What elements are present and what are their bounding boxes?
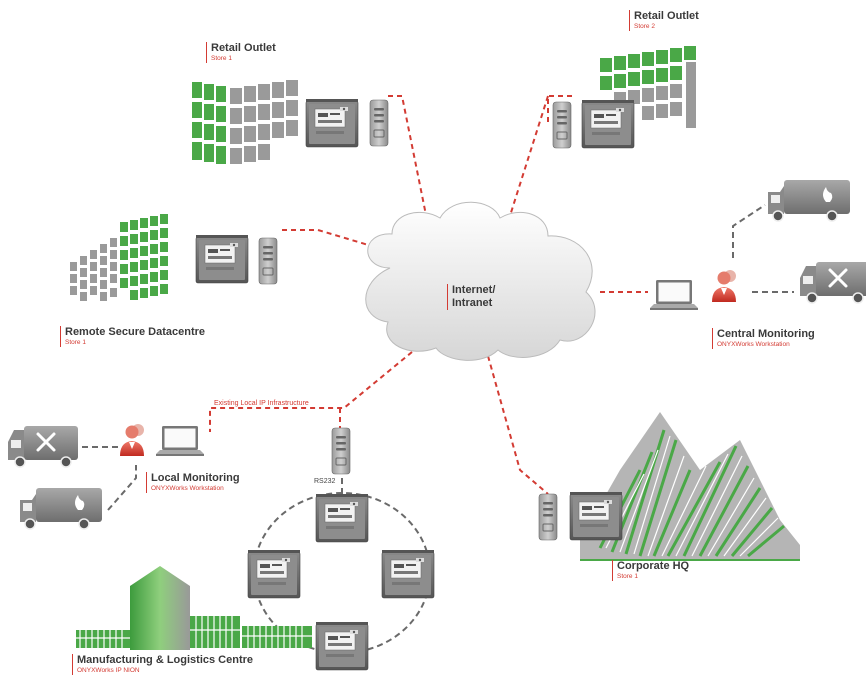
rs232-label: RS232 (314, 478, 336, 485)
datacentre-subtitle: Store 1 (65, 339, 86, 346)
loop-panel-left-icon (247, 549, 301, 599)
datacentre-panel-icon (195, 234, 249, 284)
local-subtitle: ONYXWorks Workstation (151, 485, 224, 492)
local-laptop-icon (156, 426, 204, 456)
local-server-icon (331, 427, 351, 475)
link-local (209, 351, 413, 432)
central-laptop-icon (650, 280, 698, 310)
existing-ip-label: Existing Local IP Infrastructure (214, 400, 309, 407)
cloud-label-line1: Internet/ (452, 284, 496, 296)
datacentre-title: Remote Secure Datacentre (65, 326, 206, 338)
hq-label: Corporate HQ Store 1 (612, 560, 689, 581)
loop-panel-top-icon (315, 493, 369, 543)
retail2-building-icon (600, 46, 696, 128)
link-local-van2 (107, 465, 137, 511)
retail1-building-icon (192, 80, 298, 164)
hq-server-icon (538, 493, 558, 541)
hq-title: Corporate HQ (617, 560, 690, 572)
manufacturing-label: Manufacturing & Logistics Centre ONYXWor… (72, 654, 253, 675)
central-title: Central Monitoring (717, 328, 815, 340)
link-hq (487, 355, 549, 495)
local-label: Local Monitoring ONYXWorks Workstation (146, 472, 240, 493)
central-label: Central Monitoring ONYXWorks Workstation (712, 328, 815, 349)
local-service-van-icon (6, 424, 80, 469)
retail1-label: Retail Outlet Store 1 (206, 42, 276, 63)
datacentre-label: Remote Secure Datacentre Store 1 (60, 326, 205, 347)
local-fire-van-icon (19, 487, 103, 530)
datacentre-building-icon (60, 212, 176, 306)
link-central-van1 (732, 204, 766, 258)
retail1-panel-icon (305, 98, 359, 148)
loop-panel-right-icon (381, 549, 435, 599)
central-operator-icon (712, 270, 736, 302)
manufacturing-building-icon (76, 566, 312, 650)
datacentre-server-icon (258, 237, 278, 285)
local-title: Local Monitoring (151, 472, 240, 484)
local-operator-icon (120, 424, 144, 456)
retail2-server-icon (552, 101, 572, 149)
retail1-subtitle: Store 1 (211, 55, 232, 62)
retail1-server-icon (369, 99, 389, 147)
cloud-label: Internet/ Intranet (447, 284, 495, 310)
retail2-panel-icon (581, 99, 635, 149)
manufacturing-subtitle: ONYXWorks IP NION (77, 667, 140, 674)
central-subtitle: ONYXWorks Workstation (717, 341, 790, 348)
retail2-label: Retail Outlet Store 2 (629, 10, 699, 31)
manufacturing-title: Manufacturing & Logistics Centre (77, 654, 254, 666)
central-service-van-icon (798, 260, 866, 305)
cloud-icon (365, 201, 596, 361)
central-fire-van-icon (767, 179, 851, 222)
hq-building-icon (580, 412, 800, 561)
link-retail1 (388, 95, 429, 226)
cloud-label-line2: Intranet (452, 297, 493, 309)
retail2-subtitle: Store 2 (634, 23, 655, 30)
hq-panel-icon (569, 491, 623, 541)
hq-subtitle: Store 1 (617, 573, 638, 580)
loop-panel-bottom-icon (315, 621, 369, 671)
link-retail2 (507, 95, 575, 223)
retail1-title: Retail Outlet (211, 42, 276, 54)
retail2-title: Retail Outlet (634, 10, 699, 22)
